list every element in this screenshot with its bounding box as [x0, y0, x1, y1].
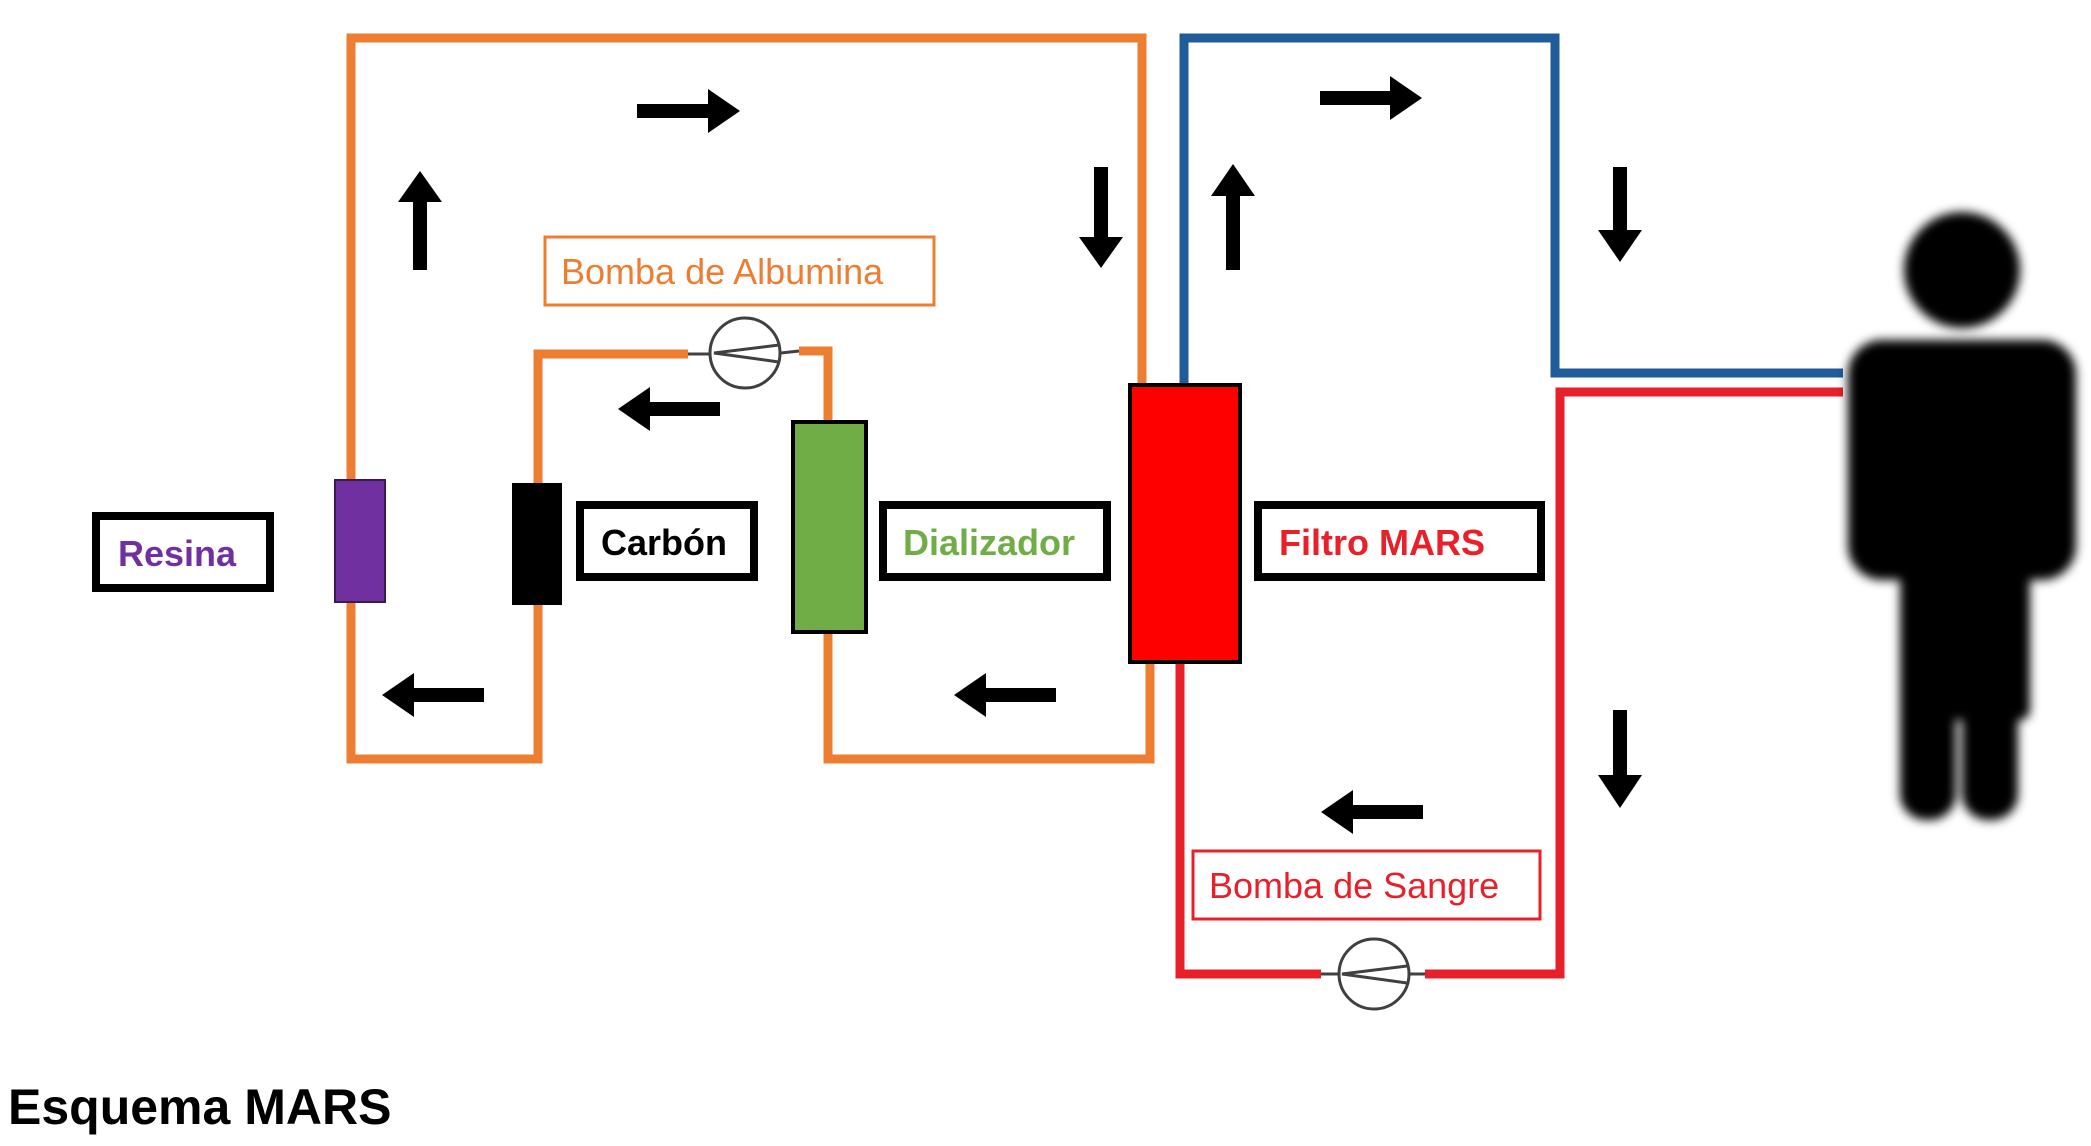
flow-arrow-icon: [398, 171, 442, 270]
albumin-outer-loop: [346, 33, 1147, 764]
venous-line: [1179, 33, 1843, 388]
albumin-top-branch: [533, 349, 688, 483]
flow-arrow-icon: [1598, 167, 1642, 262]
dializador-label-box: [879, 501, 1111, 581]
flow-arrow-icon: [1211, 164, 1255, 270]
flow-arrow-icon: [1598, 710, 1642, 808]
flow-arrow-icon: [1321, 790, 1423, 834]
blood-circuit: [1175, 33, 1843, 979]
resina-label: Resina: [118, 533, 237, 574]
dializador-label: Dializador: [903, 522, 1075, 563]
carbon-label: Carbón: [601, 522, 727, 563]
bomba-albumina-label-box: [543, 235, 936, 307]
bomba-sangre-label: Bomba de Sangre: [1209, 865, 1499, 906]
albumin-dialyzer-return: [823, 632, 1155, 764]
flow-arrow-icon: [382, 673, 484, 717]
filtro-mars-label: Filtro MARS: [1279, 522, 1485, 563]
flow-arrow-icon: [1320, 76, 1422, 120]
dializador-cartridge: [791, 420, 868, 634]
flow-arrows: [382, 76, 1642, 834]
flow-arrow-icon: [954, 673, 1056, 717]
flow-arrow-icon: [1079, 167, 1123, 268]
flow-arrow-icon: [618, 387, 720, 431]
bomba-sangre-label-box: [1191, 849, 1542, 921]
resina-label-box: [92, 512, 274, 592]
carbon-label-box: [576, 501, 758, 581]
filtro-mars-label-box: [1254, 501, 1545, 581]
carbon-cartridge: [512, 483, 562, 605]
albumin-circuit: [346, 33, 1155, 764]
resina-cartridge: [334, 479, 386, 603]
arterial-line-bottom: [1175, 660, 1321, 979]
diagram-caption: Esquema MARS: [8, 1079, 392, 1135]
filtro-mars-cartridge: [1128, 383, 1242, 664]
flow-arrow-icon: [637, 89, 740, 133]
bomba-albumina-label: Bomba de Albumina: [561, 251, 884, 292]
arterial-line-top: [1425, 387, 1843, 979]
albumin-pump-to-dialyzer: [799, 346, 833, 422]
person-silhouette-icon: [1848, 212, 2076, 820]
pump-icon: [688, 316, 800, 390]
pump-icon: [1321, 937, 1425, 1011]
